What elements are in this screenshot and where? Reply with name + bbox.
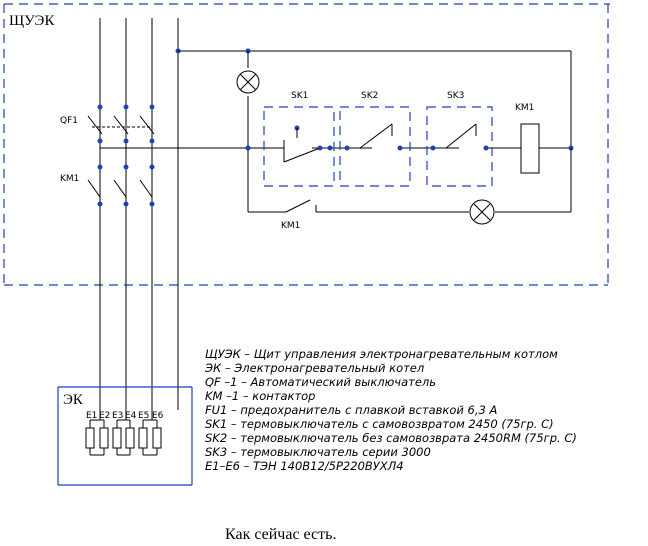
sk3-thermostat	[426, 106, 493, 187]
km1-aux-contact	[285, 199, 317, 213]
control-circuit	[100, 48, 574, 213]
km1-coil	[520, 123, 540, 174]
heater-labels: E1 E2 E3 E4 E5 E6	[86, 411, 164, 421]
boiler-title: ЭК	[63, 392, 84, 408]
sk3-label: SK3	[447, 91, 464, 101]
km1-main-contacts	[87, 164, 155, 207]
legend-line: SK1 – термовыключатель с самовозвратом 2…	[205, 417, 554, 431]
legend: ЩУЭК – Щит управления электронагреватель…	[204, 347, 577, 473]
heater-label: E5	[138, 411, 149, 421]
sk1-label: SK1	[291, 91, 308, 101]
heater-label: E6	[152, 411, 164, 421]
legend-line: E1–E6 – ТЭН 140В12/5Р220ВУХЛ4	[205, 459, 404, 473]
legend-line: SK2 – термовыключатель без самовозврата …	[205, 431, 577, 445]
qf1-breaker	[87, 104, 155, 144]
sk1-thermostat	[263, 106, 335, 187]
heater-label: E2	[99, 411, 110, 421]
lamp-icon	[469, 199, 495, 225]
panel-boundary	[3, 3, 610, 286]
lamp-icon	[236, 70, 260, 94]
legend-line: ЭК – Электронагревательный котел	[204, 361, 425, 375]
legend-line: FU1 – предохранитель с плавкой вставкой …	[205, 403, 497, 417]
km1-coil-label: KM1	[515, 103, 534, 113]
phase-lines	[99, 18, 179, 410]
km1-aux-label: KM1	[281, 221, 300, 231]
qf1-label: QF1	[60, 116, 78, 126]
legend-line: KM –1 – контактор	[205, 389, 315, 403]
heater-label: E4	[125, 411, 137, 421]
sk2-thermostat	[339, 106, 411, 187]
sk2-label: SK2	[361, 91, 378, 101]
legend-line: QF –1 – Автоматический выключатель	[205, 375, 436, 389]
panel-title: ЩУЭК	[9, 13, 55, 29]
heater-label: E3	[112, 411, 123, 421]
km1-main-label: KM1	[60, 174, 79, 184]
legend-line: ЩУЭК – Щит управления электронагреватель…	[205, 347, 558, 361]
boiler-boundary	[57, 386, 193, 486]
legend-line: SK3 – термовыключатель серии 3000	[205, 445, 431, 459]
heater-elements	[85, 410, 162, 456]
caption: Как сейчас есть.	[225, 526, 336, 543]
heater-label: E1	[86, 411, 97, 421]
